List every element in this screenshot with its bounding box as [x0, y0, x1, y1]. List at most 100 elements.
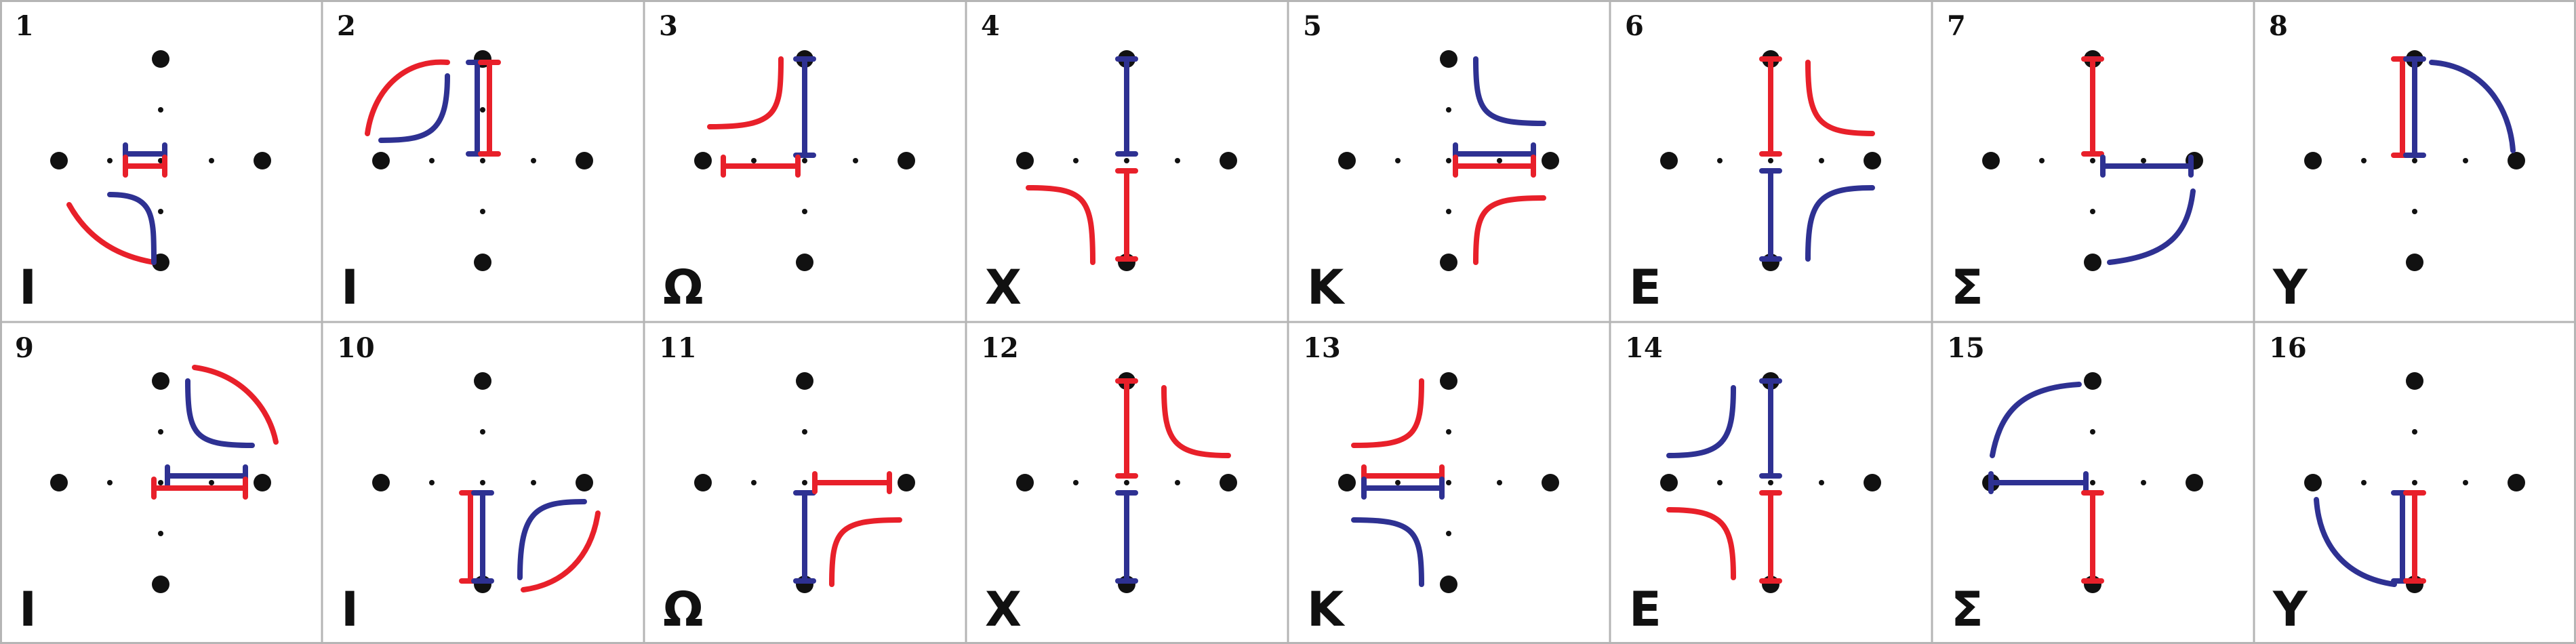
small-dot — [158, 531, 163, 536]
small-dot — [209, 158, 214, 163]
small-dot — [1446, 531, 1451, 536]
blue-arrow — [517, 499, 587, 580]
cell-letter: Ω — [663, 260, 704, 315]
blue-bar — [1453, 142, 1536, 165]
small-dot — [853, 158, 858, 163]
cell-letter: Y — [2272, 260, 2308, 315]
cell-letter: Σ — [1951, 582, 1984, 637]
end-dot — [1660, 152, 1678, 169]
end-dot — [1982, 152, 2000, 169]
small-dot — [1446, 209, 1451, 214]
end-dot — [152, 576, 169, 593]
cross-figure — [1982, 372, 2203, 593]
cross-figure — [1338, 50, 1559, 271]
cell-number: 7 — [1947, 10, 1966, 42]
blue-bar — [1759, 168, 1782, 262]
diagram-cell-7: 7Σ — [1947, 10, 2203, 315]
red-arrow — [66, 202, 157, 265]
small-dot — [2463, 480, 2468, 485]
end-dot — [1660, 474, 1678, 491]
small-dot — [209, 480, 214, 485]
blue-arrow — [1805, 185, 1875, 262]
cross-figure — [694, 372, 915, 593]
end-dot — [50, 152, 68, 169]
red-bar — [1115, 168, 1138, 262]
end-dot — [694, 152, 712, 169]
diagram-cell-1: 1I — [15, 10, 271, 315]
end-dot — [2304, 474, 2322, 491]
small-dot — [1073, 158, 1079, 163]
red-arrow — [1473, 195, 1546, 265]
blue-bar — [1759, 378, 1782, 479]
small-dot — [2090, 158, 2095, 163]
red-arrow — [829, 517, 902, 587]
red-bar — [151, 477, 248, 500]
blue-bar — [793, 490, 816, 584]
diagram-cell-2: 2I — [337, 10, 593, 315]
small-dot — [1819, 480, 1824, 485]
end-dot — [898, 474, 915, 491]
red-arrow — [1161, 385, 1231, 458]
blue-arrow — [107, 192, 157, 265]
small-dot — [1717, 158, 1723, 163]
end-dot — [576, 152, 593, 169]
diagram-cell-5: 5K — [1303, 10, 1559, 315]
red-arrow — [707, 56, 784, 129]
cross-figure — [1016, 50, 1237, 271]
end-dot — [2186, 474, 2203, 491]
red-arrow — [192, 365, 279, 445]
small-dot — [531, 480, 536, 485]
small-dot — [531, 158, 536, 163]
end-dot — [152, 372, 169, 390]
blue-bar — [1988, 471, 2089, 494]
blue-arrow — [1990, 382, 2082, 458]
end-dot — [694, 474, 712, 491]
small-dot — [107, 480, 113, 485]
end-dot — [2084, 254, 2101, 271]
small-dot — [158, 429, 163, 435]
small-dot — [480, 158, 485, 163]
small-dot — [1175, 158, 1180, 163]
diagram-cell-14: 14E — [1625, 332, 1881, 637]
blue-bar — [2391, 490, 2414, 584]
cross-figure — [1338, 372, 1559, 593]
blue-bar — [1115, 56, 1138, 157]
diagram-cell-3: 3Ω — [659, 10, 915, 315]
small-dot — [2090, 209, 2095, 214]
end-dot — [898, 152, 915, 169]
small-dot — [802, 480, 807, 485]
small-dot — [2090, 480, 2095, 485]
cell-letter: E — [1629, 582, 1662, 637]
small-dot — [2412, 209, 2417, 214]
small-dot — [429, 158, 435, 163]
cell-number: 4 — [981, 10, 1000, 42]
end-dot — [2304, 152, 2322, 169]
small-dot — [1768, 480, 1773, 485]
small-dot — [2141, 480, 2146, 485]
cell-number: 15 — [1947, 332, 1985, 364]
end-dot — [1440, 254, 1457, 271]
cross-figure — [1982, 50, 2203, 271]
blue-arrow — [185, 378, 255, 448]
small-dot — [802, 429, 807, 435]
cross-figure — [1016, 372, 1237, 593]
cell-letter: X — [985, 582, 1022, 637]
end-dot — [2508, 474, 2525, 491]
small-dot — [1768, 158, 1773, 163]
small-dot — [2141, 158, 2146, 163]
end-dot — [1864, 152, 1881, 169]
blue-bar — [165, 464, 248, 487]
red-arrow — [365, 59, 450, 136]
blue-bar — [2403, 56, 2426, 158]
end-dot — [1440, 372, 1457, 390]
end-dot — [1338, 152, 1356, 169]
small-dot — [751, 480, 757, 485]
red-bar — [812, 471, 892, 494]
cell-letter: I — [341, 582, 359, 637]
small-dot — [158, 107, 163, 113]
small-dot — [1395, 158, 1401, 163]
blue-arrow — [1473, 56, 1546, 126]
small-dot — [2463, 158, 2468, 163]
